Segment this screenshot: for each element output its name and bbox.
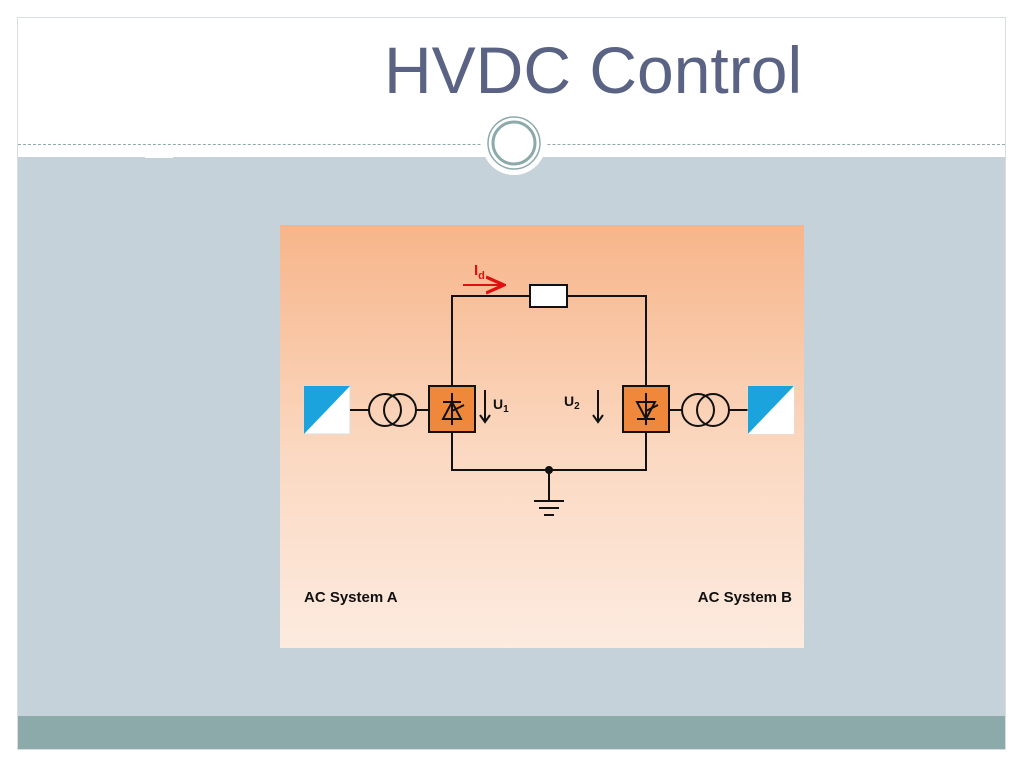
ac-source-b-icon: [747, 385, 795, 435]
ac-system-b-label: AC System B: [697, 589, 792, 606]
ac-system-a-label: AC System A: [304, 589, 398, 606]
u2-arrow-icon: [592, 390, 604, 424]
decorative-notch: [145, 145, 173, 158]
hvdc-diagram: Id: [280, 225, 804, 648]
hvdc-circuit-svg: Id: [280, 225, 804, 648]
circle-ornament-icon: [482, 111, 546, 175]
slide-title: HVDC Control: [384, 33, 803, 107]
current-label: Id: [474, 262, 485, 282]
ac-source-a-icon: [303, 385, 351, 435]
u1-label: U1: [493, 396, 509, 415]
rectifier-icon: [428, 385, 476, 433]
footer-band: [18, 716, 1005, 749]
slide-frame: HVDC Control: [17, 17, 1006, 750]
ground-icon: [534, 466, 564, 516]
u2-label: U2: [564, 393, 580, 412]
u1-arrow-icon: [479, 390, 491, 424]
resistor-icon: [529, 284, 568, 308]
inverter-icon: [622, 385, 670, 433]
